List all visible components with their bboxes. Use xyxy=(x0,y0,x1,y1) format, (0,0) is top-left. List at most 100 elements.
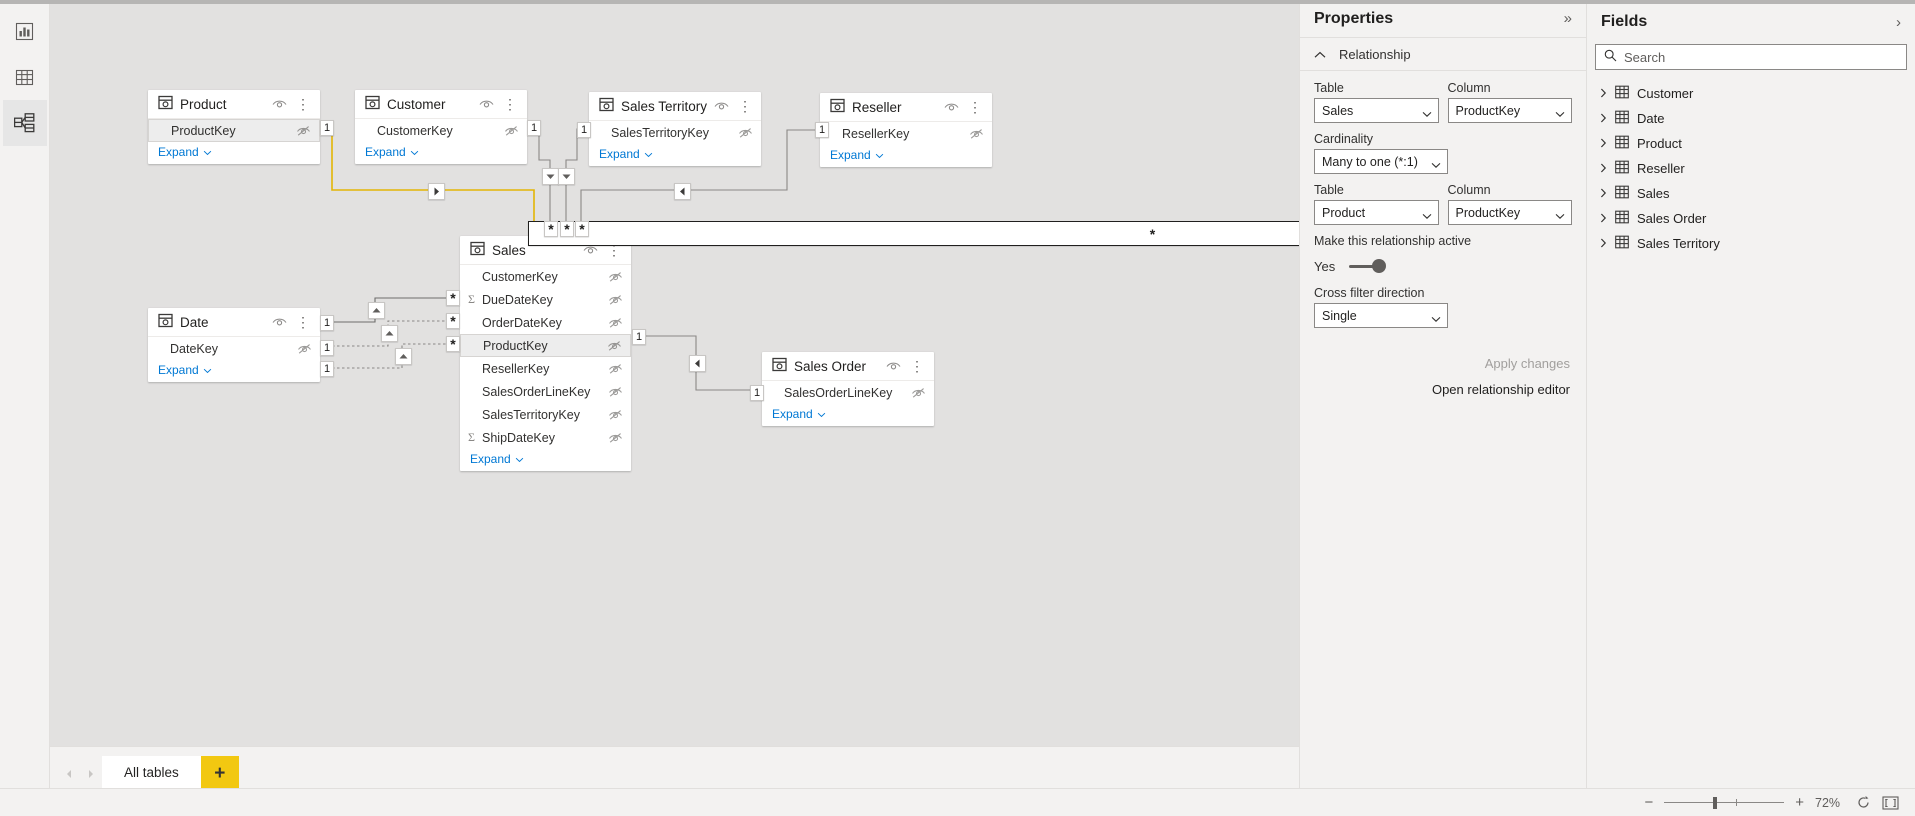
cardinality-one-territory[interactable]: 1 xyxy=(577,122,592,138)
chevron-right-icon[interactable] xyxy=(1600,236,1607,251)
table-card-header[interactable]: Sales Territory⋮ xyxy=(589,92,761,121)
crossfilter-arrow-territory[interactable] xyxy=(558,168,575,185)
to-table-select[interactable]: Product xyxy=(1314,200,1439,225)
chevron-right-icon[interactable] xyxy=(1600,86,1607,101)
crossfilter-arrow-customer[interactable] xyxy=(542,168,559,185)
hidden-field-eye-icon[interactable] xyxy=(911,387,926,399)
expand-table-link[interactable]: Expand xyxy=(820,145,992,167)
zoom-slider[interactable] xyxy=(1664,796,1785,810)
expand-table-link[interactable]: Expand xyxy=(460,449,631,471)
rail-item-report-view[interactable] xyxy=(3,8,47,54)
crossfilter-arrow-reseller[interactable] xyxy=(674,183,691,200)
tab-next-arrow[interactable] xyxy=(80,756,102,792)
table-more-options-icon[interactable]: ⋮ xyxy=(607,242,621,258)
from-table-select[interactable]: Sales xyxy=(1314,98,1439,123)
field-row-salesorder-0[interactable]: SalesOrderLineKey xyxy=(762,381,934,404)
crossfilter-arrow-date-3[interactable] xyxy=(395,348,412,365)
cardinality-one-reseller[interactable]: 1 xyxy=(815,122,830,138)
table-card-header[interactable]: Reseller⋮ xyxy=(820,93,992,122)
crossfilter-select[interactable]: Single xyxy=(1314,303,1448,328)
expand-table-link[interactable]: Expand xyxy=(762,404,934,426)
fields-item-sales[interactable]: Sales xyxy=(1587,181,1915,206)
table-more-options-icon[interactable]: ⋮ xyxy=(968,99,982,115)
fields-item-sales-order[interactable]: Sales Order xyxy=(1587,206,1915,231)
hide-table-eye-icon[interactable] xyxy=(944,102,959,113)
rail-item-model-view[interactable] xyxy=(2,100,47,146)
field-row-reseller-0[interactable]: ResellerKey xyxy=(820,122,992,145)
table-more-options-icon[interactable]: ⋮ xyxy=(296,314,310,330)
cardinality-many-territory[interactable]: * xyxy=(560,221,574,237)
search-input[interactable] xyxy=(1624,49,1898,65)
hidden-field-eye-icon[interactable] xyxy=(504,125,519,137)
tab-all-tables[interactable]: All tables xyxy=(102,756,201,792)
hide-table-eye-icon[interactable] xyxy=(583,245,598,256)
cardinality-one-customer[interactable]: 1 xyxy=(527,120,542,136)
field-row-sales-3[interactable]: ProductKey xyxy=(460,334,631,357)
chevron-right-icon[interactable] xyxy=(1600,211,1607,226)
table-more-options-icon[interactable]: ⋮ xyxy=(910,358,924,374)
field-row-date-0[interactable]: DateKey xyxy=(148,337,320,360)
fit-to-screen-icon[interactable] xyxy=(1882,795,1899,810)
fields-item-sales-territory[interactable]: Sales Territory xyxy=(1587,231,1915,256)
cardinality-many-date-2[interactable]: * xyxy=(446,313,460,329)
table-more-options-icon[interactable]: ⋮ xyxy=(503,96,517,112)
table-card-header[interactable]: Date⋮ xyxy=(148,308,320,337)
hidden-field-eye-icon[interactable] xyxy=(738,127,753,139)
table-card-header[interactable]: Customer⋮ xyxy=(355,90,527,119)
apply-changes-button[interactable]: Apply changes xyxy=(1484,356,1570,371)
cardinality-select[interactable]: Many to one (*:1) xyxy=(1314,149,1448,174)
cardinality-one-date-2[interactable]: 1 xyxy=(320,340,335,356)
fields-item-reseller[interactable]: Reseller xyxy=(1587,156,1915,181)
hidden-field-eye-icon[interactable] xyxy=(297,343,312,355)
zoom-in-button[interactable]: + xyxy=(1795,794,1804,811)
table-card-header[interactable]: Product⋮ xyxy=(148,90,320,119)
cardinality-many-reseller[interactable]: * xyxy=(575,221,589,237)
hidden-field-eye-icon[interactable] xyxy=(608,409,623,421)
crossfilter-arrow-salesorder[interactable] xyxy=(689,355,706,372)
zoom-out-button[interactable]: − xyxy=(1644,794,1654,811)
hidden-field-eye-icon[interactable] xyxy=(969,128,984,140)
add-page-button[interactable]: + xyxy=(200,756,239,792)
chevron-right-icon[interactable] xyxy=(1600,111,1607,126)
table-more-options-icon[interactable]: ⋮ xyxy=(296,96,310,112)
hide-table-eye-icon[interactable] xyxy=(714,101,729,112)
field-row-sales-2[interactable]: OrderDateKey xyxy=(460,311,631,334)
cardinality-many-customer[interactable]: * xyxy=(544,221,558,237)
hidden-field-eye-icon[interactable] xyxy=(608,317,623,329)
hidden-field-eye-icon[interactable] xyxy=(608,294,623,306)
make-active-toggle[interactable] xyxy=(1349,258,1387,274)
field-row-product-0[interactable]: ProductKey xyxy=(148,119,320,142)
cardinality-many-date-1[interactable]: * xyxy=(446,290,460,306)
zoom-slider-thumb[interactable] xyxy=(1713,796,1718,809)
hide-table-eye-icon[interactable] xyxy=(886,361,901,372)
hidden-field-eye-icon[interactable] xyxy=(608,386,623,398)
hidden-field-eye-icon[interactable] xyxy=(296,125,311,137)
chevron-right-icon[interactable] xyxy=(1600,161,1607,176)
open-relationship-editor-link[interactable]: Open relationship editor xyxy=(1431,382,1570,397)
expand-table-link[interactable]: Expand xyxy=(589,144,761,166)
from-column-select[interactable]: ProductKey xyxy=(1447,98,1572,123)
field-row-salesterritory-0[interactable]: SalesTerritoryKey xyxy=(589,121,761,144)
tab-prev-arrow[interactable] xyxy=(58,756,80,792)
crossfilter-arrow-product[interactable] xyxy=(428,183,445,200)
relationship-section-header[interactable]: Relationship xyxy=(1300,38,1586,71)
hide-table-eye-icon[interactable] xyxy=(479,99,494,110)
reset-zoom-icon[interactable] xyxy=(1856,795,1871,810)
crossfilter-arrow-date-2[interactable] xyxy=(381,325,398,342)
fields-item-product[interactable]: Product xyxy=(1587,131,1915,156)
table-card-header[interactable]: Sales⋮ xyxy=(460,236,631,265)
cardinality-one-product[interactable]: 1 xyxy=(320,120,335,136)
chevron-right-icon[interactable] xyxy=(1600,136,1607,151)
chevron-right-icon[interactable] xyxy=(1600,186,1607,201)
to-column-select[interactable]: ProductKey xyxy=(1447,200,1572,225)
expand-table-link[interactable]: Expand xyxy=(355,142,527,164)
fields-search-box[interactable] xyxy=(1595,44,1907,70)
expand-table-link[interactable]: Expand xyxy=(148,360,320,382)
hidden-field-eye-icon[interactable] xyxy=(608,271,623,283)
